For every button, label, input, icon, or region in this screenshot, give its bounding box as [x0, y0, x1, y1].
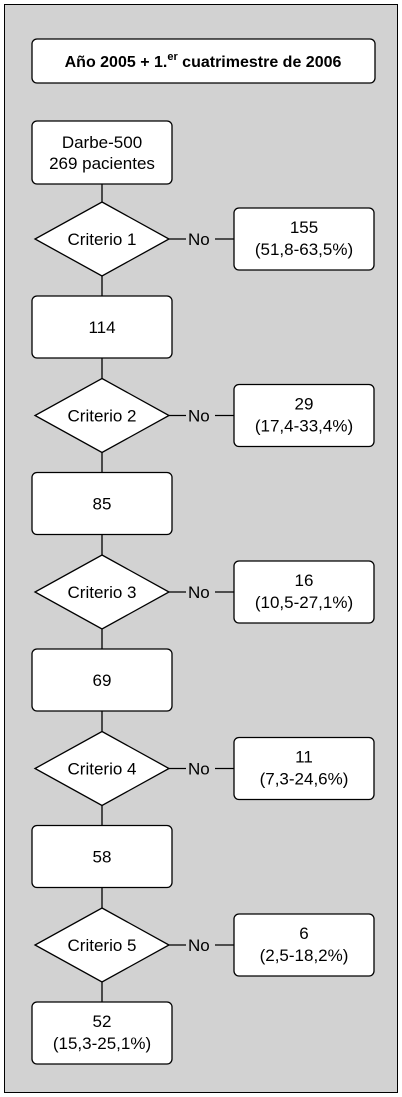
no-label-3: No: [188, 583, 210, 602]
start-line-2: 269 pacientes: [49, 154, 155, 173]
diagram-frame: Año 2005 + 1.er cuatrimestre de 2006 Dar…: [4, 4, 398, 1093]
remaining-count-1: 114: [88, 318, 115, 337]
excluded-range-3: (10,5-27,1%): [255, 593, 353, 612]
excluded-count-4: 11: [295, 748, 313, 767]
excluded-range-1: (51,8-63,5%): [255, 240, 353, 259]
criterion-label-3: Criterio 3: [68, 583, 137, 602]
no-label-5: No: [188, 936, 210, 955]
start-box: [31, 120, 173, 185]
title-box: [31, 38, 376, 84]
remaining-count-5: 52: [93, 1012, 112, 1031]
title-suffix: cuatrimestre de 2006: [178, 54, 342, 71]
excluded-count-1: 155: [290, 218, 318, 237]
excluded-box-4: [233, 736, 375, 801]
no-label-1: No: [188, 230, 210, 249]
remaining-count-4: 58: [93, 848, 112, 867]
no-label-4: No: [188, 760, 210, 779]
excluded-range-5: (2,5-18,2%): [260, 946, 349, 965]
excluded-range-2: (17,4-33,4%): [255, 417, 353, 436]
criterion-label-2: Criterio 2: [68, 407, 137, 426]
title-superscript: er: [167, 51, 178, 63]
excluded-box-2: [233, 383, 375, 448]
excluded-count-5: 6: [299, 924, 308, 943]
criterion-label-5: Criterio 5: [68, 936, 137, 955]
remaining-box-5: [31, 1001, 173, 1065]
title-text: Año 2005 + 1.er cuatrimestre de 2006: [65, 51, 342, 71]
criterion-label-1: Criterio 1: [68, 230, 137, 249]
flowchart: Año 2005 + 1.er cuatrimestre de 2006 Dar…: [31, 38, 376, 1065]
start-line-1: Darbe-500: [62, 133, 142, 152]
criterion-label-4: Criterio 4: [68, 760, 137, 779]
excluded-range-4: (7,3-24,6%): [260, 770, 349, 789]
remaining-range-5: (15,3-25,1%): [53, 1034, 151, 1053]
no-label-2: No: [188, 407, 210, 426]
title-prefix: Año 2005 + 1.: [65, 54, 168, 71]
remaining-count-2: 85: [93, 495, 112, 514]
excluded-count-3: 16: [295, 571, 314, 590]
excluded-count-2: 29: [295, 395, 314, 414]
excluded-box-1: [233, 207, 375, 271]
excluded-box-5: [233, 913, 375, 977]
excluded-box-3: [233, 560, 375, 624]
remaining-count-3: 69: [93, 671, 112, 690]
